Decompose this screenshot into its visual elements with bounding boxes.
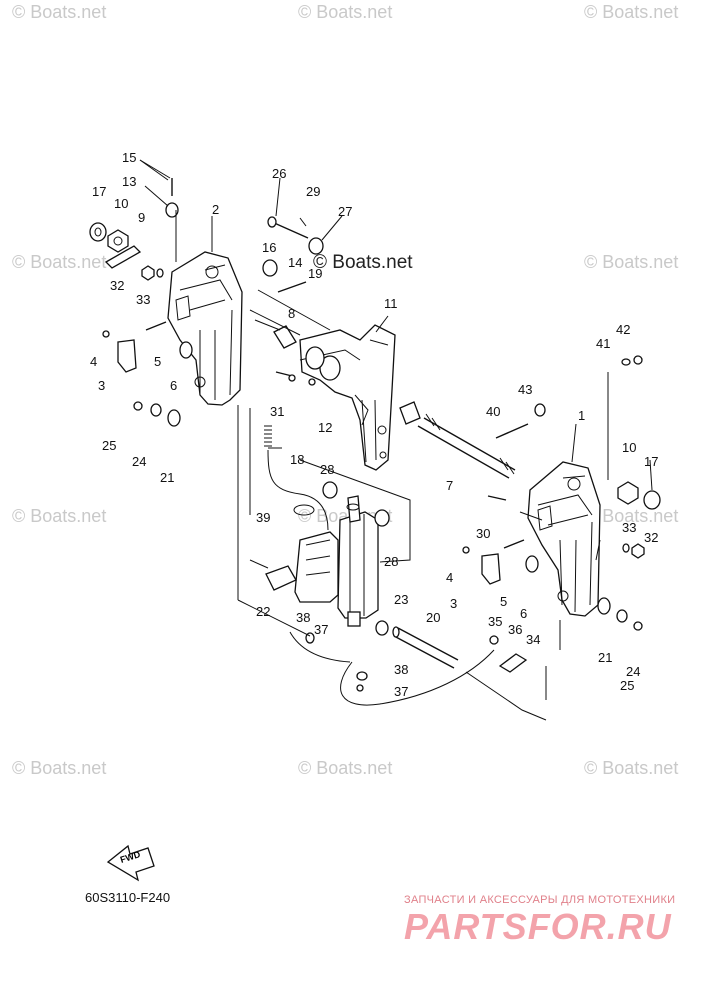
watermark: © Boats.net	[298, 2, 393, 22]
watermark: © Boats.net	[12, 2, 107, 22]
watermark: © Boats.net	[584, 758, 679, 778]
leader-lines	[139, 159, 653, 491]
watermark: © Boats.net	[12, 758, 107, 778]
callout-label: 27	[338, 204, 353, 219]
callout-label: 3	[98, 378, 106, 393]
callout-label: 25	[102, 438, 117, 453]
callout-label: 21	[598, 650, 613, 665]
callout-label: 24	[626, 664, 641, 679]
callout-label: 28	[384, 554, 399, 569]
callout-label: 17	[644, 454, 659, 469]
callout-label: 28	[320, 462, 335, 477]
tilt-tube	[417, 413, 516, 479]
callout-label: 6	[170, 378, 178, 393]
callout-label: 10	[114, 196, 129, 211]
callout-label: 33	[136, 292, 151, 307]
wiring	[267, 449, 495, 706]
brand-tagline: ЗАПЧАСТИ И АКСЕССУАРЫ ДЛЯ МОТОТЕХНИКИ	[404, 894, 676, 906]
callout-label: 20	[426, 610, 441, 625]
watermark: © Boats.net	[12, 252, 107, 272]
assembly-lines	[139, 159, 609, 721]
callout-label: 19	[308, 266, 323, 281]
callout-label: 16	[262, 240, 277, 255]
watermark: © Boats.net	[584, 2, 679, 22]
callout-label: 22	[256, 604, 271, 619]
callout-label: 11	[384, 296, 398, 311]
callout-label: 4	[90, 354, 98, 369]
callout-label: 37	[314, 622, 329, 637]
callout-label: 7	[446, 478, 454, 493]
brand-logo: PARTSFOR.RU	[404, 906, 672, 947]
callout-label: 3	[450, 596, 458, 611]
callout-label: 29	[306, 184, 321, 199]
callout-label: 32	[110, 278, 125, 293]
callout-label: 24	[132, 454, 147, 469]
watermark: © Boats.net	[584, 252, 679, 272]
callout-label: 12	[318, 420, 333, 435]
callout-label: 1	[578, 408, 586, 423]
watermark: © Boats.net	[584, 506, 679, 526]
callout-label: 5	[500, 594, 508, 609]
callout-label: 37	[394, 684, 409, 699]
callout-label: 33	[622, 520, 637, 535]
fwd-arrow-icon	[106, 844, 155, 882]
callout-label: 38	[394, 662, 409, 677]
swivel-bracket	[299, 324, 396, 471]
callout-label: 40	[486, 404, 501, 419]
watermark: © Boats.net	[298, 758, 393, 778]
callout-label: 42	[616, 322, 631, 337]
callout-label: 15	[122, 150, 137, 165]
callout-label: 6	[520, 606, 528, 621]
callout-label: 18	[290, 452, 305, 467]
clamp-bracket-left	[167, 251, 243, 406]
watermark: © Boats.net	[12, 506, 107, 526]
callout-label: 41	[596, 336, 611, 351]
callout-label: 25	[620, 678, 635, 693]
callout-label: 26	[272, 166, 287, 181]
callout-label: 39	[256, 510, 271, 525]
callout-label: 8	[288, 306, 296, 321]
watermark-main: © Boats.net	[313, 252, 413, 273]
callout-label: 36	[508, 622, 523, 637]
callout-label: 13	[122, 174, 137, 189]
tilt-cylinder-unit	[294, 495, 379, 627]
callout-label: 35	[488, 614, 503, 629]
callout-label: 38	[296, 610, 311, 625]
callout-label: 34	[526, 632, 541, 647]
callout-label: 14	[288, 255, 303, 270]
callout-label: 31	[270, 404, 285, 419]
diagram-code: 60S3110-F240	[85, 890, 171, 905]
callout-label: 5	[154, 354, 162, 369]
callout-label: 32	[644, 530, 659, 545]
callout-label: 43	[518, 382, 533, 397]
callout-label: 2	[212, 202, 220, 217]
callout-label: 30	[476, 526, 491, 541]
callout-label: 4	[446, 570, 454, 585]
callout-label: 23	[394, 592, 409, 607]
small-parts	[89, 178, 661, 692]
clamp-bracket-right	[527, 461, 601, 617]
callout-label: 9	[138, 210, 146, 225]
callout-label: 21	[160, 470, 175, 485]
callout-label: 10	[622, 440, 637, 455]
tube-20	[392, 626, 459, 669]
callout-label: 17	[92, 184, 107, 199]
